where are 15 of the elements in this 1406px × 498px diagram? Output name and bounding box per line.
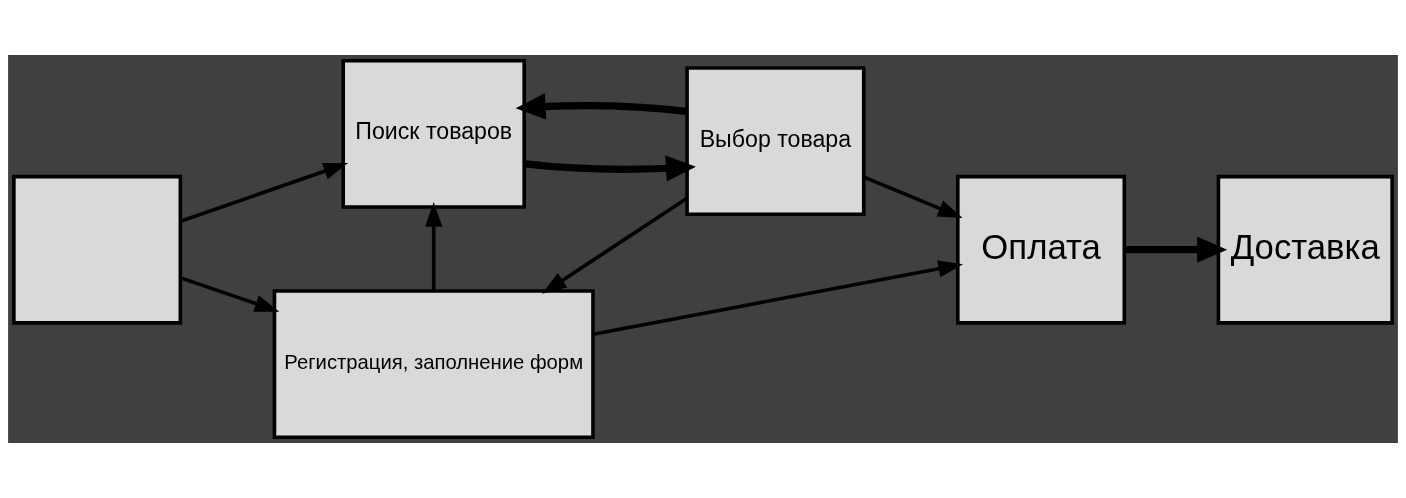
node-box: Поиск товаров [341,59,526,209]
arrow [515,93,688,120]
node-box [12,174,183,325]
node-box: Доставка [1216,174,1394,325]
arrow [863,175,963,218]
arrow [592,260,963,336]
node-box: Регистрация, заполнение форм [272,289,595,439]
arrow [524,155,696,182]
node-box: Выбор товара [685,66,866,217]
arrow [541,197,688,294]
node-box: Оплата [956,174,1127,325]
arrow [180,163,349,223]
arrow [180,276,280,312]
arrow [425,201,443,291]
arrow [1124,236,1228,263]
